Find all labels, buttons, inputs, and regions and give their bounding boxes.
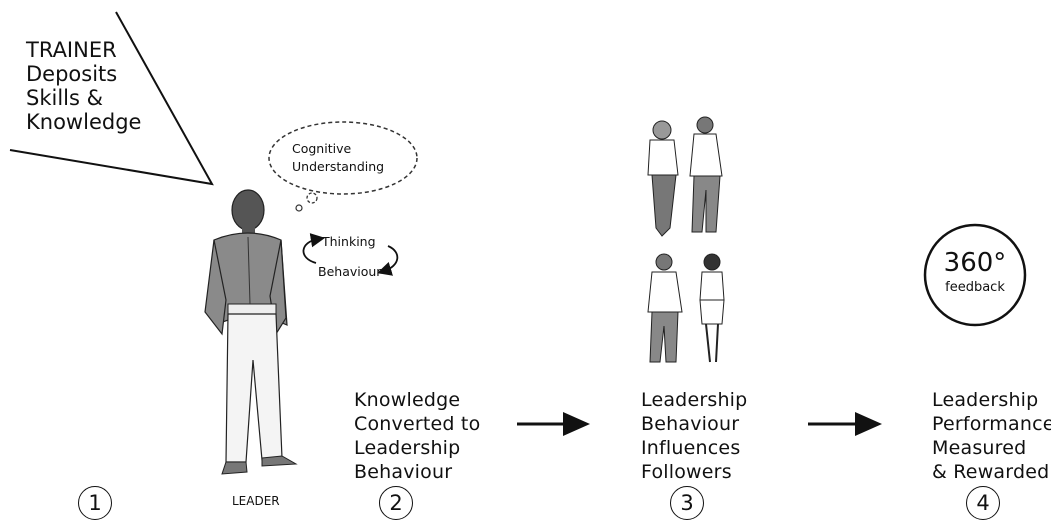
leader-figure [204, 189, 298, 475]
leader-label: LEADER [232, 494, 280, 508]
trainer-triangle [9, 11, 214, 186]
step-3-text: Leadership Behaviour Influences Follower… [641, 389, 748, 483]
step-3-number: 3 [670, 486, 704, 520]
followers-figures [647, 116, 725, 363]
step-4-text: Leadership Performance Measured & Reward… [932, 389, 1051, 483]
cycle-thinking-label: Thinking [322, 234, 376, 249]
feedback-label: feedback [945, 280, 1005, 295]
cycle-arrows-icon [302, 233, 399, 276]
step-2-number: 2 [379, 486, 413, 520]
feedback-circle [923, 223, 1027, 327]
step-4-number: 4 [966, 486, 1000, 520]
step-2-text: Knowledge Converted to Leadership Behavi… [354, 389, 481, 483]
cognitive-understanding-text: Cognitive Understanding [292, 141, 385, 174]
thought-bubble [268, 121, 418, 212]
cycle-behaviour-label: Behaviour [318, 264, 382, 279]
feedback-number: 360° [943, 248, 1007, 278]
trainer-text: TRAINER Deposits Skills & Knowledge [26, 38, 142, 134]
step-1-number: 1 [78, 486, 112, 520]
